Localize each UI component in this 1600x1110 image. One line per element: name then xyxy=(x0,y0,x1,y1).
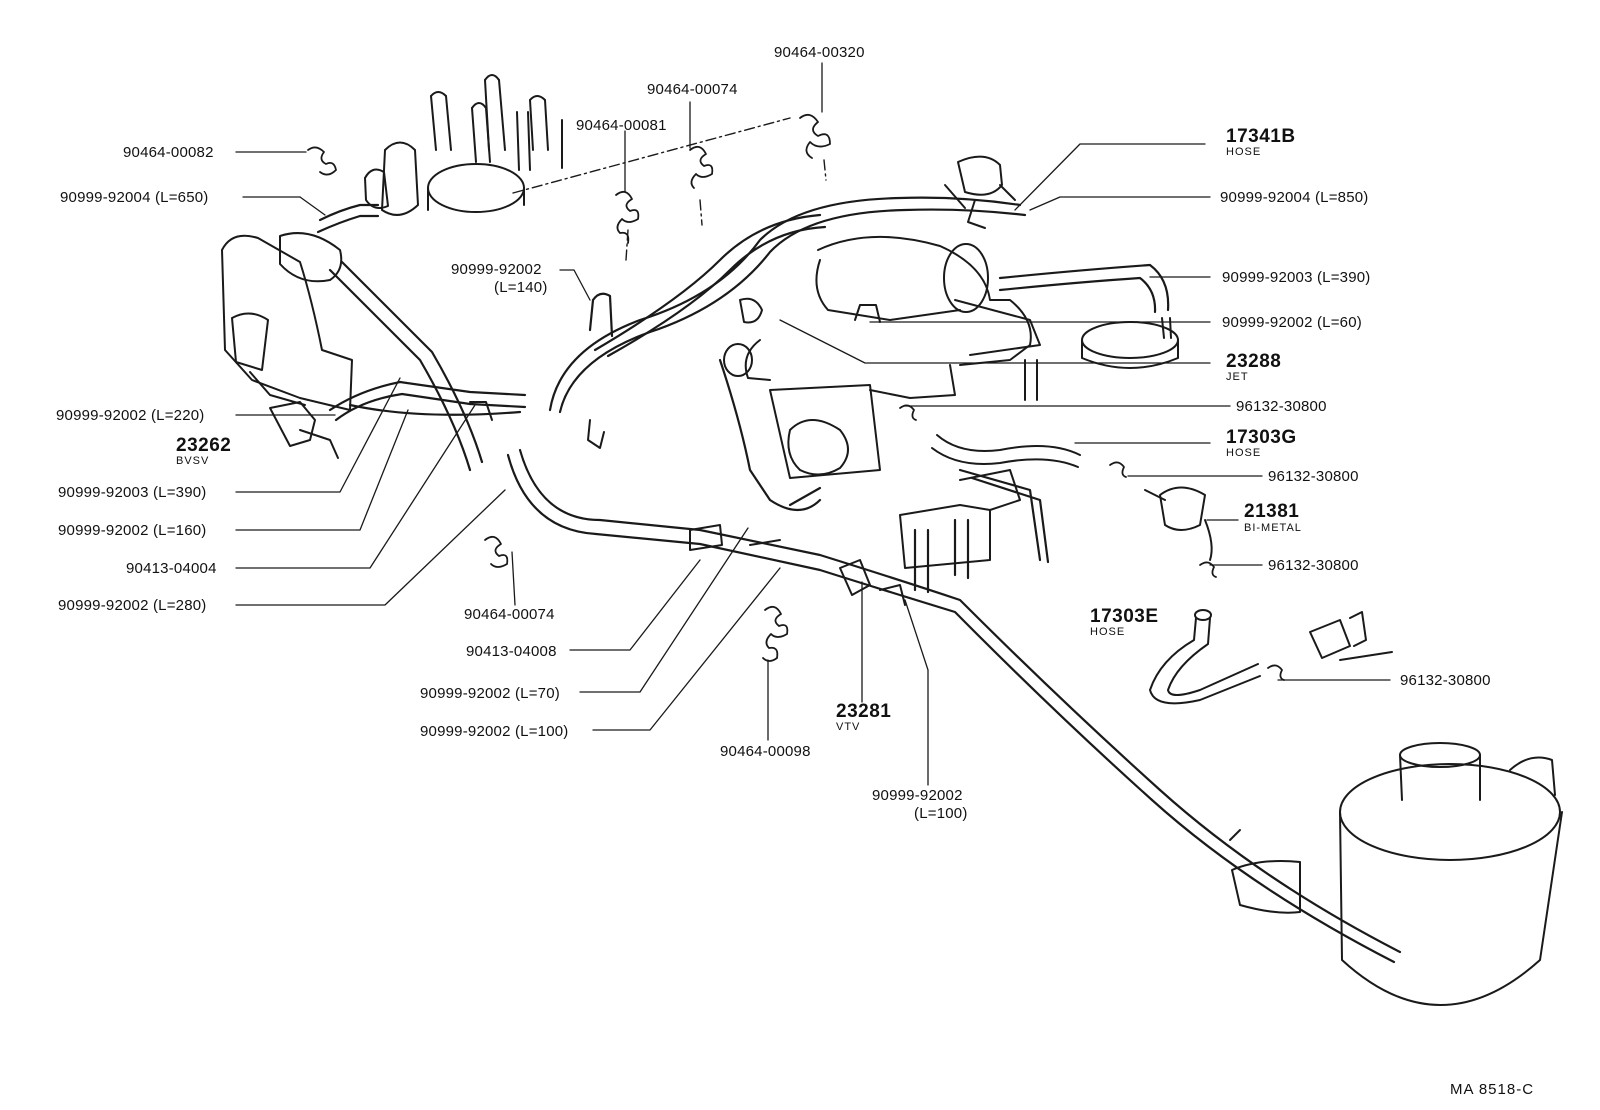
bimetal-valve xyxy=(1144,486,1213,561)
label-90464-00074-bottom: 90464-00074 xyxy=(464,606,555,623)
label-96132-30800-c: 96132-30800 xyxy=(1268,557,1359,574)
label-90464-00098: 90464-00098 xyxy=(720,743,811,760)
label-90999-92002-70: 90999-92002 (L=70) xyxy=(420,685,560,702)
label-23281: 23281 xyxy=(836,701,892,722)
label-90999-92002-160: 90999-92002 (L=160) xyxy=(58,522,207,539)
label-90999-92004-850: 90999-92004 (L=850) xyxy=(1220,189,1369,206)
label-96132-30800-b: 96132-30800 xyxy=(1268,468,1359,485)
label-23288: 23288 xyxy=(1226,351,1282,372)
label-17341b-hose: HOSE xyxy=(1226,146,1262,158)
regulator-valve xyxy=(1081,317,1179,369)
label-90999-92002-140: 90999-92002 xyxy=(451,261,542,278)
leader-lines xyxy=(235,62,1391,786)
label-90999-92002-140-length: (L=140) xyxy=(494,279,548,296)
label-90464-00082: 90464-00082 xyxy=(123,144,214,161)
label-17303e-hose: HOSE xyxy=(1090,626,1126,638)
dashed-leaders xyxy=(512,117,827,261)
label-21381-bimetal: BI-METAL xyxy=(1244,522,1302,534)
hose-17303e xyxy=(1149,609,1261,705)
center-block xyxy=(723,339,1021,569)
label-90999-92002-100-left: 90999-92002 (L=100) xyxy=(420,723,569,740)
label-90999-92004-650: 90999-92004 (L=650) xyxy=(60,189,209,206)
label-90999-92002-220: 90999-92002 (L=220) xyxy=(56,407,205,424)
label-17303g-hose: HOSE xyxy=(1226,447,1262,459)
charcoal-canister xyxy=(1229,742,1563,1006)
label-23262-bvsv: BVSV xyxy=(176,455,210,467)
label-90464-00074-top: 90464-00074 xyxy=(647,81,738,98)
label-23288-jet: JET xyxy=(1226,371,1249,383)
label-17341b: 17341B xyxy=(1226,126,1296,147)
label-17303g: 17303G xyxy=(1226,427,1297,448)
distributor-cap xyxy=(364,74,563,216)
throttle-body xyxy=(815,235,1041,401)
diagram-reference-code: MA 8518-C xyxy=(1450,1081,1535,1098)
label-90999-92003-390-right: 90999-92003 (L=390) xyxy=(1222,269,1371,286)
intake-left-block xyxy=(221,232,353,411)
label-90999-92002-60: 90999-92002 (L=60) xyxy=(1222,314,1362,331)
label-23281-vtv: VTV xyxy=(836,721,861,733)
label-90999-92003-390-left: 90999-92003 (L=390) xyxy=(58,484,207,501)
small-components xyxy=(269,297,1393,661)
label-96132-30800-d: 96132-30800 xyxy=(1400,672,1491,689)
label-21381: 21381 xyxy=(1244,501,1300,522)
hose-17303g xyxy=(931,434,1081,468)
vacuum-switch-top xyxy=(944,155,1016,229)
label-90999-92002-280: 90999-92002 (L=280) xyxy=(58,597,207,614)
hose-bundle xyxy=(316,196,1402,964)
label-90464-00320: 90464-00320 xyxy=(774,44,865,61)
label-90413-04008: 90413-04008 xyxy=(466,643,557,660)
label-17303e: 17303E xyxy=(1090,606,1159,627)
label-90464-00081: 90464-00081 xyxy=(576,117,667,134)
label-90999-92002-100-bottom: 90999-92002 xyxy=(872,787,963,804)
clips xyxy=(307,113,1285,681)
label-96132-30800-a: 96132-30800 xyxy=(1236,398,1327,415)
label-90999-92002-100-bottom-length: (L=100) xyxy=(914,805,968,822)
label-90413-04004: 90413-04004 xyxy=(126,560,217,577)
label-23262: 23262 xyxy=(176,435,232,456)
